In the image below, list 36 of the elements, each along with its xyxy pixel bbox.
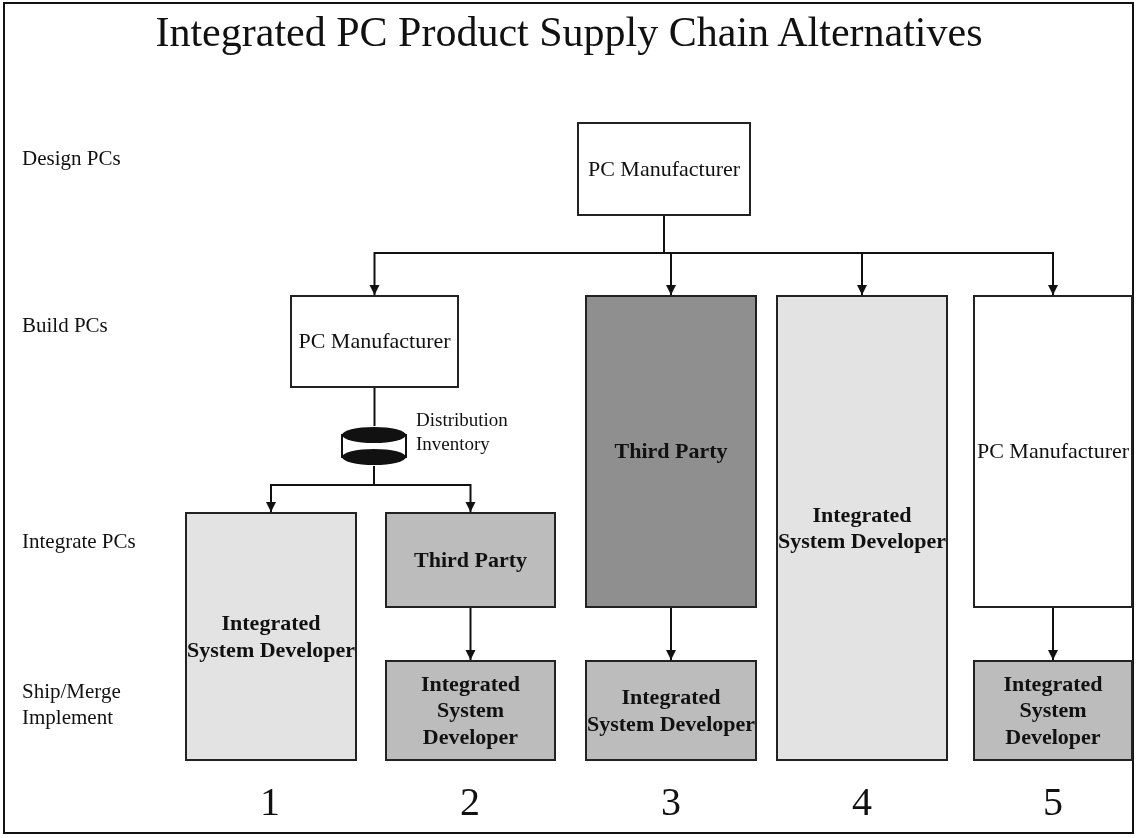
stage-label: Ship/Merge Implement [22, 678, 122, 731]
inventory-cylinder [340, 426, 408, 466]
arrow [1048, 607, 1058, 661]
inventory-label: Distribution Inventory [416, 408, 509, 456]
process-box [585, 660, 757, 761]
diagram-title: Integrated PC Product Supply Chain Alternatives [154, 8, 984, 56]
stage-label: Integrate PCs [22, 528, 137, 555]
process-box [585, 295, 757, 608]
column-number: 5 [1042, 778, 1064, 825]
process-box [776, 295, 948, 761]
arrow [465, 607, 476, 661]
box-label: Integrated System Developer [187, 610, 355, 663]
arrow [373, 465, 476, 513]
process-box [290, 295, 459, 388]
box-label: Integrated System Developer [1002, 670, 1104, 751]
column-number: 2 [459, 778, 481, 825]
process-box [185, 512, 357, 761]
column-number: 1 [259, 778, 281, 825]
box-label: Integrated System Developer [778, 501, 946, 555]
column-number: 4 [851, 778, 873, 825]
process-box [973, 660, 1133, 761]
process-box [973, 295, 1133, 608]
box-label: Third Party [614, 438, 728, 465]
box-label: PC Manufacturer [976, 438, 1130, 465]
process-box [577, 122, 751, 216]
column-number: 3 [660, 778, 682, 825]
box-label: PC Manufacturer [298, 328, 451, 355]
box-label: PC Manufacturer [587, 155, 741, 183]
process-box [385, 512, 556, 608]
stage-label: Design PCs [22, 145, 122, 172]
stage-label: Build PCs [22, 312, 109, 339]
process-box [385, 660, 556, 761]
box-label: Integrated System Developer [587, 684, 755, 737]
arrow [666, 607, 676, 661]
box-label: Third Party [413, 546, 528, 574]
box-label: Integrated System Developer [420, 670, 521, 751]
